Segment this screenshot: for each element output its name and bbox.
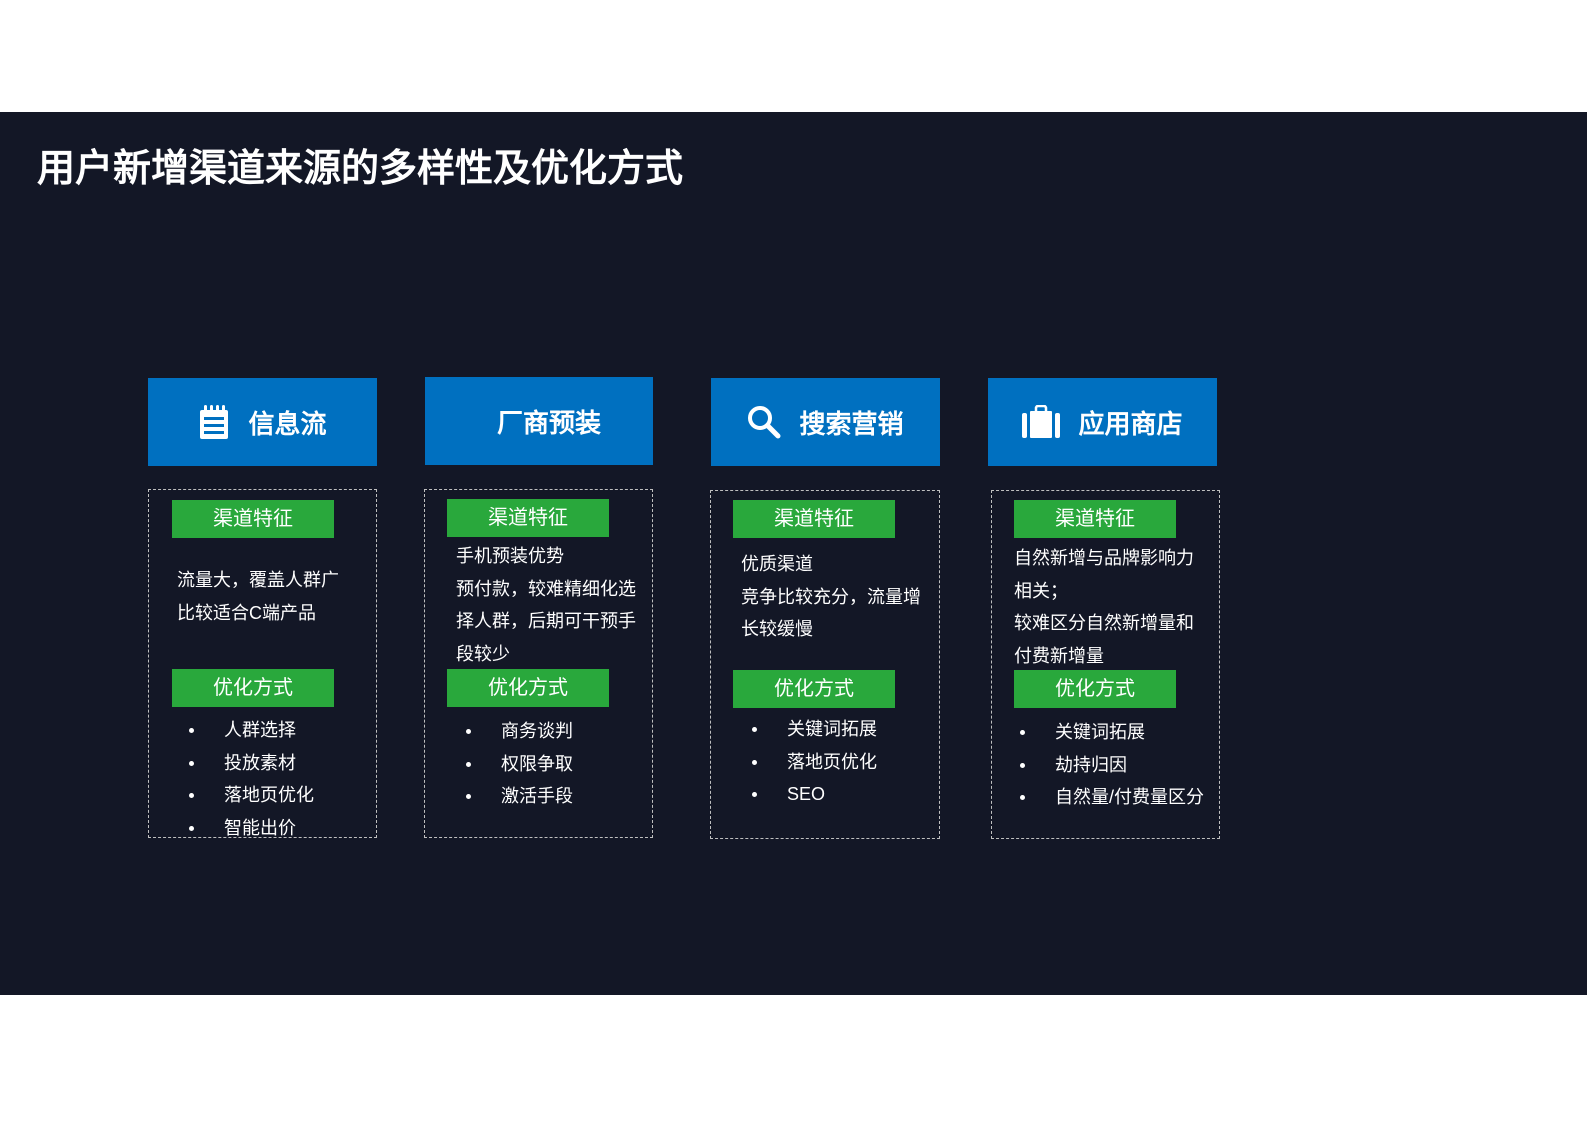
channel-card-search: 渠道特征 优质渠道 竞争比较充分，流量增 长较缓慢 优化方式 关键词拓展 落地页… <box>710 490 940 839</box>
optimization-list: 人群选择 投放素材 落地页优化 智能出价 <box>177 714 314 844</box>
channel-card-appstore: 渠道特征 自然新增与品牌影响力 相关； 较难区分自然新增量和 付费新增量 优化方… <box>991 490 1220 839</box>
optimization-tag: 优化方式 <box>172 669 334 707</box>
slide-title: 用户新增渠道来源的多样性及优化方式 <box>37 148 684 190</box>
optimization-tag: 优化方式 <box>1014 670 1176 708</box>
feature-description: 自然新增与品牌影响力 相关； 较难区分自然新增量和 付费新增量 <box>1014 542 1194 672</box>
channel-card-preinstall: 渠道特征 手机预装优势 预付款，较难精细化选 择人群，后期可干预手 段较少 优化… <box>424 489 653 838</box>
feature-line: 手机预装优势 <box>456 546 564 566</box>
channel-card-feed: 渠道特征 流量大，覆盖人群广 比较适合C端产品 优化方式 人群选择 投放素材 落… <box>148 489 377 838</box>
feature-line: 优质渠道 <box>741 554 813 574</box>
list-item: 落地页优化 <box>740 746 877 779</box>
channel-name: 信息流 <box>248 408 327 439</box>
channel-name: 搜索营销 <box>799 408 904 439</box>
feature-line: 流量大，覆盖人群广 <box>177 570 339 590</box>
feature-line: 较难区分自然新增量和 <box>1014 613 1194 633</box>
list-item: 权限争取 <box>454 748 573 781</box>
channel-name: 厂商预装 <box>496 407 601 438</box>
optimization-list: 关键词拓展 劫持归因 自然量/付费量区分 <box>1008 716 1204 814</box>
feature-line: 付费新增量 <box>1014 645 1104 666</box>
list-item: 商务谈判 <box>454 715 573 748</box>
feature-tag: 渠道特征 <box>733 500 895 538</box>
feature-description: 流量大，覆盖人群广 比较适合C端产品 <box>177 564 339 629</box>
feature-tag: 渠道特征 <box>1014 500 1176 538</box>
feature-tag: 渠道特征 <box>172 500 334 538</box>
feature-line: 段较少 <box>456 643 510 664</box>
notepad-icon <box>198 404 230 440</box>
feature-description: 优质渠道 竞争比较充分，流量增 长较缓慢 <box>741 548 921 646</box>
slide: 用户新增渠道来源的多样性及优化方式 信息流 渠道特征 流量大，覆盖人群广 比较适… <box>0 112 1587 995</box>
optimization-list: 关键词拓展 落地页优化 SEO <box>740 713 877 811</box>
channel-header-appstore: 应用商店 <box>988 378 1217 466</box>
feature-line: 择人群，后期可干预手 <box>456 611 636 631</box>
feature-line: 相关； <box>1014 580 1068 601</box>
feature-line: 竞争比较充分，流量增 <box>741 586 921 607</box>
list-item: 人群选择 <box>177 714 314 747</box>
feature-tag: 渠道特征 <box>447 499 609 537</box>
optimization-list: 商务谈判 权限争取 激活手段 <box>454 715 573 813</box>
optimization-tag: 优化方式 <box>447 669 609 707</box>
list-item: 关键词拓展 <box>1008 716 1204 749</box>
search-icon <box>747 405 781 439</box>
optimization-tag: 优化方式 <box>733 670 895 708</box>
feature-line: 比较适合C端产品 <box>177 602 316 623</box>
channel-name: 应用商店 <box>1078 408 1183 439</box>
list-item: 劫持归因 <box>1008 749 1204 782</box>
list-item: 关键词拓展 <box>740 713 877 746</box>
channel-header-search: 搜索营销 <box>711 378 940 466</box>
list-item: 智能出价 <box>177 812 314 845</box>
feature-line: 自然新增与品牌影响力 <box>1014 548 1194 568</box>
list-item: 投放素材 <box>177 747 314 780</box>
list-item: 自然量/付费量区分 <box>1008 781 1204 814</box>
list-item: 激活手段 <box>454 780 573 813</box>
channel-header-feed: 信息流 <box>148 378 377 466</box>
list-item: SEO <box>740 778 877 811</box>
feature-line: 预付款，较难精细化选 <box>456 578 636 599</box>
channel-header-preinstall: 厂商预装 <box>425 377 653 465</box>
briefcase-icon <box>1022 405 1061 439</box>
feature-description: 手机预装优势 预付款，较难精细化选 择人群，后期可干预手 段较少 <box>456 540 636 670</box>
feature-line: 长较缓慢 <box>741 619 813 639</box>
list-item: 落地页优化 <box>177 779 314 812</box>
